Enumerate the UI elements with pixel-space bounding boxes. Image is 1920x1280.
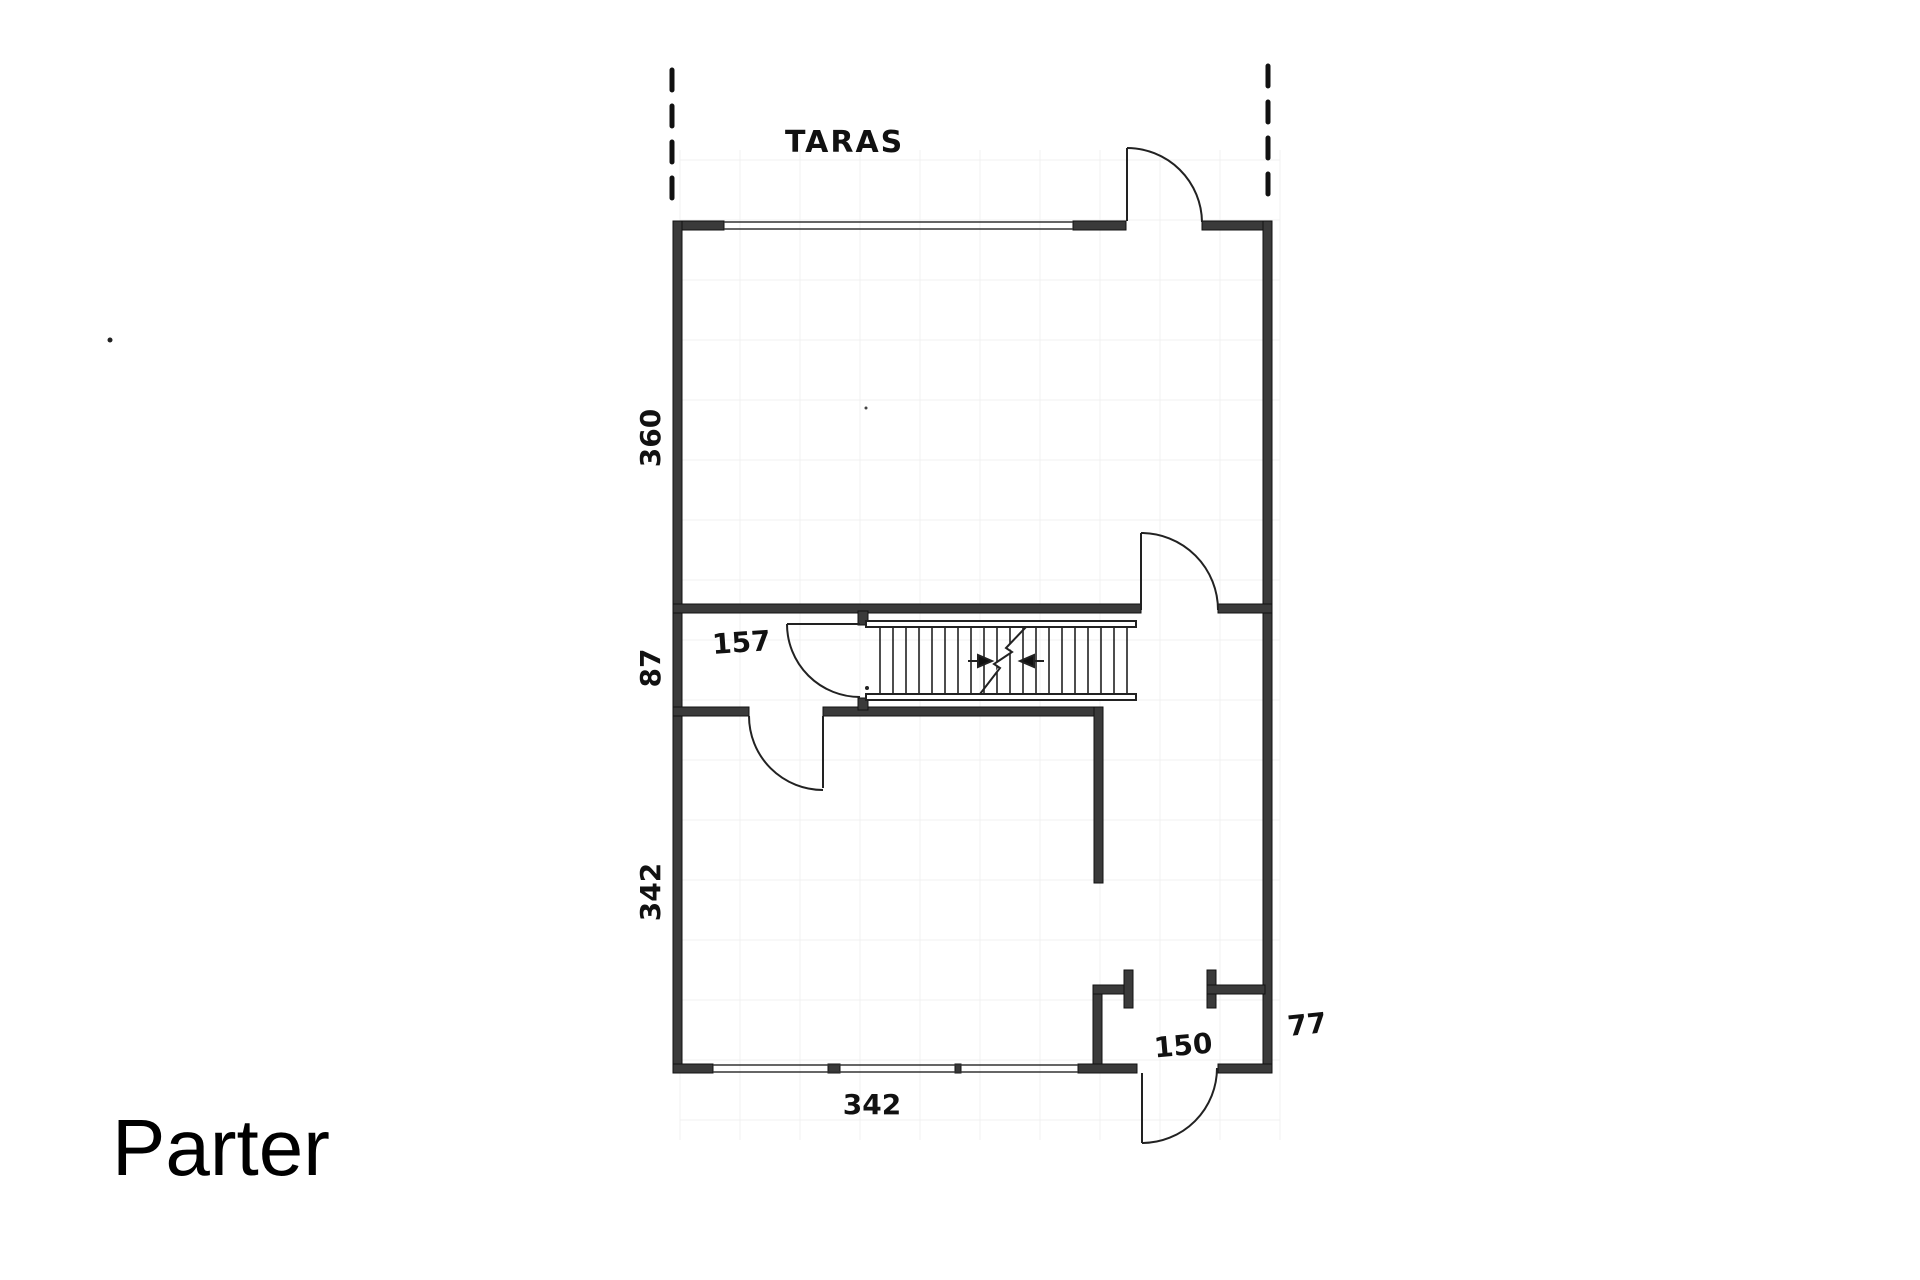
dimension-entry-depth: 77 bbox=[1286, 1006, 1328, 1043]
terrace-door bbox=[1126, 147, 1203, 223]
staircase bbox=[865, 620, 1137, 701]
entrance-door bbox=[1141, 1067, 1218, 1144]
dimension-entry-width: 150 bbox=[1153, 1027, 1214, 1065]
stray-dot bbox=[107, 337, 113, 343]
dimension-corridor-height: 87 bbox=[634, 649, 667, 688]
floor-title: Parter bbox=[112, 1103, 330, 1192]
windows bbox=[713, 221, 1078, 1073]
small-room-door bbox=[786, 623, 861, 698]
dimension-bottom-width: 342 bbox=[843, 1088, 901, 1121]
lower-room-door bbox=[748, 715, 824, 791]
doors bbox=[748, 147, 1219, 1144]
stair-dot bbox=[865, 686, 869, 690]
terrace-boundary bbox=[669, 63, 1271, 208]
dimension-upper-room-height: 360 bbox=[634, 409, 667, 467]
hall-door bbox=[1140, 532, 1219, 611]
walls bbox=[672, 220, 1273, 1074]
background-grid bbox=[679, 150, 1281, 1140]
dimension-lower-room-height: 342 bbox=[634, 863, 667, 921]
dimension-small-room-width: 157 bbox=[711, 624, 772, 661]
center-dot bbox=[864, 406, 868, 410]
terrace-label: TARAS bbox=[785, 125, 904, 160]
